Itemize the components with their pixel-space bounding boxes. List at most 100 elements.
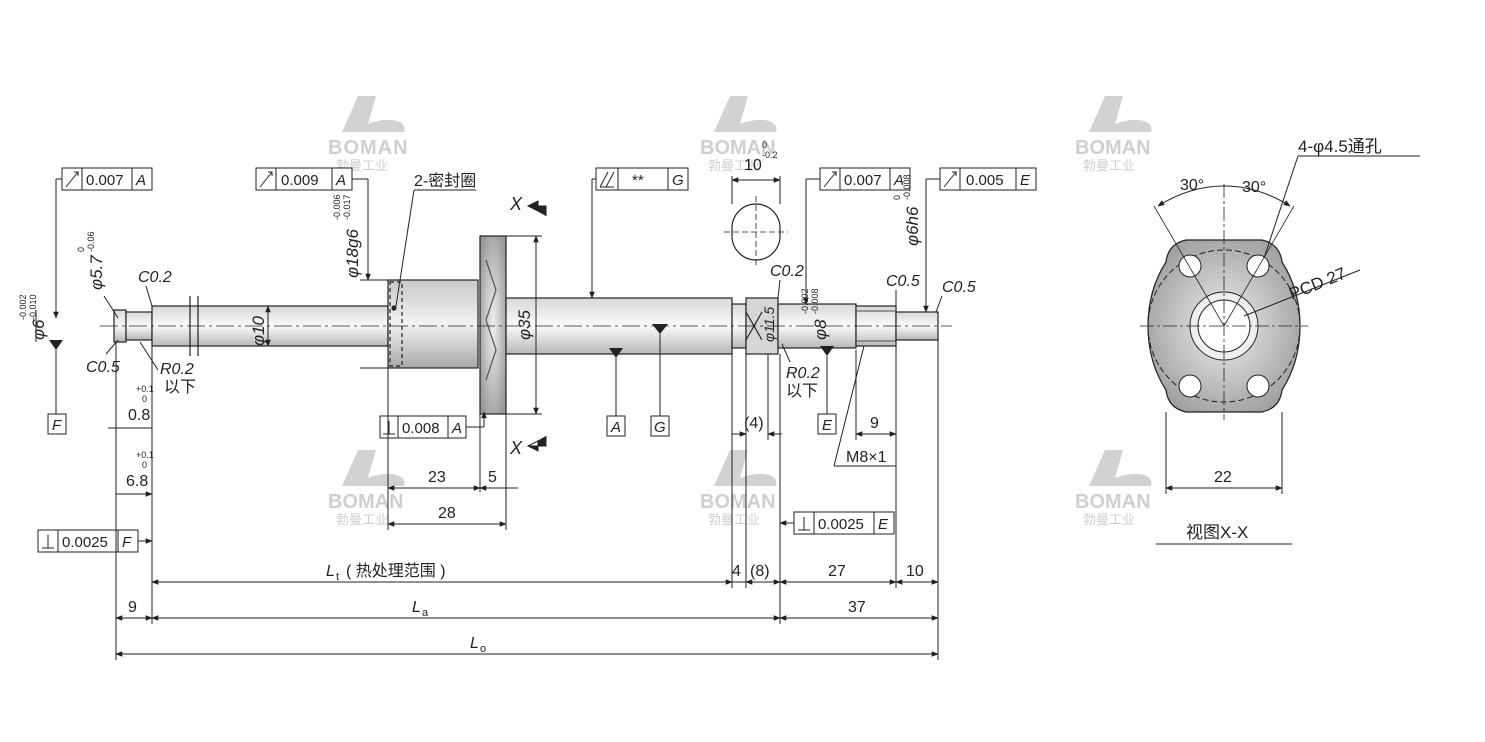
chamfer-label: C0.5	[886, 273, 920, 290]
diameter-dims: φ6 -0.002 -0.010 φ5.7 0 -0.06 φ10 φ18g6 …	[18, 174, 922, 415]
svg-text:0: 0	[892, 195, 902, 200]
svg-text:φ6: φ6	[29, 319, 48, 340]
svg-text:G: G	[654, 419, 666, 436]
slot-width: 10	[744, 157, 762, 174]
svg-text:φ11.5: φ11.5	[761, 306, 777, 342]
svg-text:0.008: 0.008	[402, 420, 440, 437]
datum-A: A	[606, 348, 626, 437]
watermark-logo: BOMAN 勃曼工业	[700, 96, 777, 173]
svg-text:22: 22	[1214, 469, 1232, 486]
svg-text:A: A	[335, 172, 346, 189]
boman-logo-icon	[1089, 450, 1152, 486]
watermark-subtitle: 勃曼工业	[708, 512, 760, 527]
shaft-assembly	[100, 235, 952, 415]
watermark-subtitle: 勃曼工业	[708, 158, 760, 173]
watermark-logos: BOMAN 勃曼工业 BOMAN 勃曼工业 BOMAN 勃曼工业 BOMAN 勃…	[328, 96, 1152, 527]
svg-text:o: o	[480, 643, 486, 655]
svg-text:(4): (4)	[744, 415, 764, 432]
watermark-brand: BOMAN	[328, 137, 409, 159]
boman-logo-icon	[714, 450, 777, 486]
svg-text:0.0025: 0.0025	[62, 534, 108, 551]
datum-F: F	[47, 340, 67, 435]
svg-text:0.0025: 0.0025	[818, 516, 864, 533]
watermark-logo: BOMAN 勃曼工业	[1075, 450, 1152, 527]
boman-logo-icon	[342, 96, 405, 132]
chamfer-label: C0.2	[770, 263, 804, 280]
svg-text:0: 0	[76, 247, 86, 252]
chamfer-label: C0.5	[942, 279, 976, 296]
svg-text:+0.1: +0.1	[136, 450, 154, 460]
dim-phi35: φ35	[515, 309, 534, 340]
svg-text:0.8: 0.8	[128, 407, 150, 424]
pcd-label: PCD 27	[1286, 264, 1348, 304]
drawing-labels: 2-密封圈 X X C0.2 C0.5 C0.2 C0.5 C0.5 R0.2 …	[86, 172, 976, 467]
watermark-brand: BOMAN	[328, 491, 404, 513]
runout-icon	[823, 171, 837, 188]
svg-text:9: 9	[870, 415, 879, 432]
section-arrow-top-icon	[526, 200, 547, 216]
view-caption: 视图X-X	[1186, 523, 1248, 542]
dim-phi8: φ8 -0.002 -0.008	[800, 288, 830, 340]
linear-dims: 10 0 -0.2 0.8 +0.1 0 6.8 +0.1 0 23 5 28 …	[108, 140, 939, 660]
view-x-x: 30° 30° 4-φ4.5通孔 PCD 27 22 视图X-X	[1140, 137, 1420, 545]
svg-text:0: 0	[762, 140, 767, 150]
svg-text:-0.008: -0.008	[810, 288, 820, 314]
svg-text:0.005: 0.005	[966, 172, 1004, 189]
svg-text:0.007: 0.007	[844, 172, 882, 189]
svg-text:-0.06: -0.06	[86, 231, 96, 252]
svg-text:φ35: φ35	[515, 309, 534, 340]
svg-text:F: F	[52, 417, 62, 434]
bolt-hole	[1178, 374, 1202, 398]
perpendicularity-icon	[383, 421, 395, 435]
perpendicularity-icon	[798, 517, 810, 531]
runout-icon	[943, 171, 957, 188]
svg-text:L: L	[412, 599, 421, 616]
svg-text:23: 23	[428, 469, 446, 486]
svg-text:10: 10	[906, 563, 924, 580]
perpendicularity-icon	[42, 535, 54, 549]
svg-text:φ6h6: φ6h6	[903, 206, 922, 246]
bolt-hole	[1246, 254, 1270, 278]
datum-G: G	[650, 324, 670, 437]
nut-flange	[479, 235, 507, 415]
svg-text:A: A	[135, 172, 146, 189]
key-slot-view	[724, 196, 788, 268]
svg-text:F: F	[122, 534, 132, 551]
watermark-brand: BOMAN	[700, 137, 776, 159]
svg-text:( 热处理范围 ): ( 热处理范围 )	[346, 562, 446, 580]
hole-note: 4-φ4.5通孔	[1298, 137, 1382, 156]
svg-text:G: G	[672, 172, 684, 189]
watermark-logo: BOMAN 勃曼工业	[328, 450, 405, 527]
watermark-brand: BOMAN	[1075, 491, 1151, 513]
thread-label: M8×1	[846, 449, 887, 466]
bolt-hole	[1178, 254, 1202, 278]
watermark-subtitle: 勃曼工业	[1083, 512, 1135, 527]
watermark-logo: BOMAN 勃曼工业	[1075, 96, 1152, 173]
dim-phi18: φ18g6 -0.006 -0.017	[332, 194, 362, 278]
dim-phi10: φ10	[249, 315, 268, 346]
total-runout-icon	[599, 171, 615, 188]
svg-text:-0.2: -0.2	[762, 150, 778, 160]
svg-text:27: 27	[828, 563, 846, 580]
svg-text:0: 0	[142, 394, 147, 404]
seal-point	[391, 305, 397, 311]
x-mark-bottom: X	[509, 438, 523, 458]
boman-logo-icon	[342, 450, 405, 486]
svg-text:-0.008: -0.008	[902, 174, 912, 200]
chamfer-label: C0.2	[138, 269, 172, 286]
dim-phi5-7: φ5.7 0 -0.06	[76, 231, 106, 290]
watermark-brand: BOMAN	[700, 491, 776, 513]
watermark-logo: BOMAN 勃曼工业	[700, 450, 777, 527]
svg-text:-0.010: -0.010	[28, 294, 38, 320]
tolerance-frames: 0.007 A 0.009 A ** G 0.007 A	[37, 167, 1037, 553]
gdt-frame-end-runout: 0.005 E	[923, 167, 1037, 313]
datum-markers: F A G E	[47, 324, 837, 437]
nut-body	[387, 279, 479, 369]
svg-text:-0.006: -0.006	[332, 194, 342, 220]
svg-text:L: L	[326, 563, 335, 580]
svg-text:φ10: φ10	[249, 315, 268, 346]
dim-phi6: φ6 -0.002 -0.010	[18, 294, 48, 340]
svg-text:**: **	[632, 172, 644, 189]
svg-text:A: A	[893, 172, 904, 189]
